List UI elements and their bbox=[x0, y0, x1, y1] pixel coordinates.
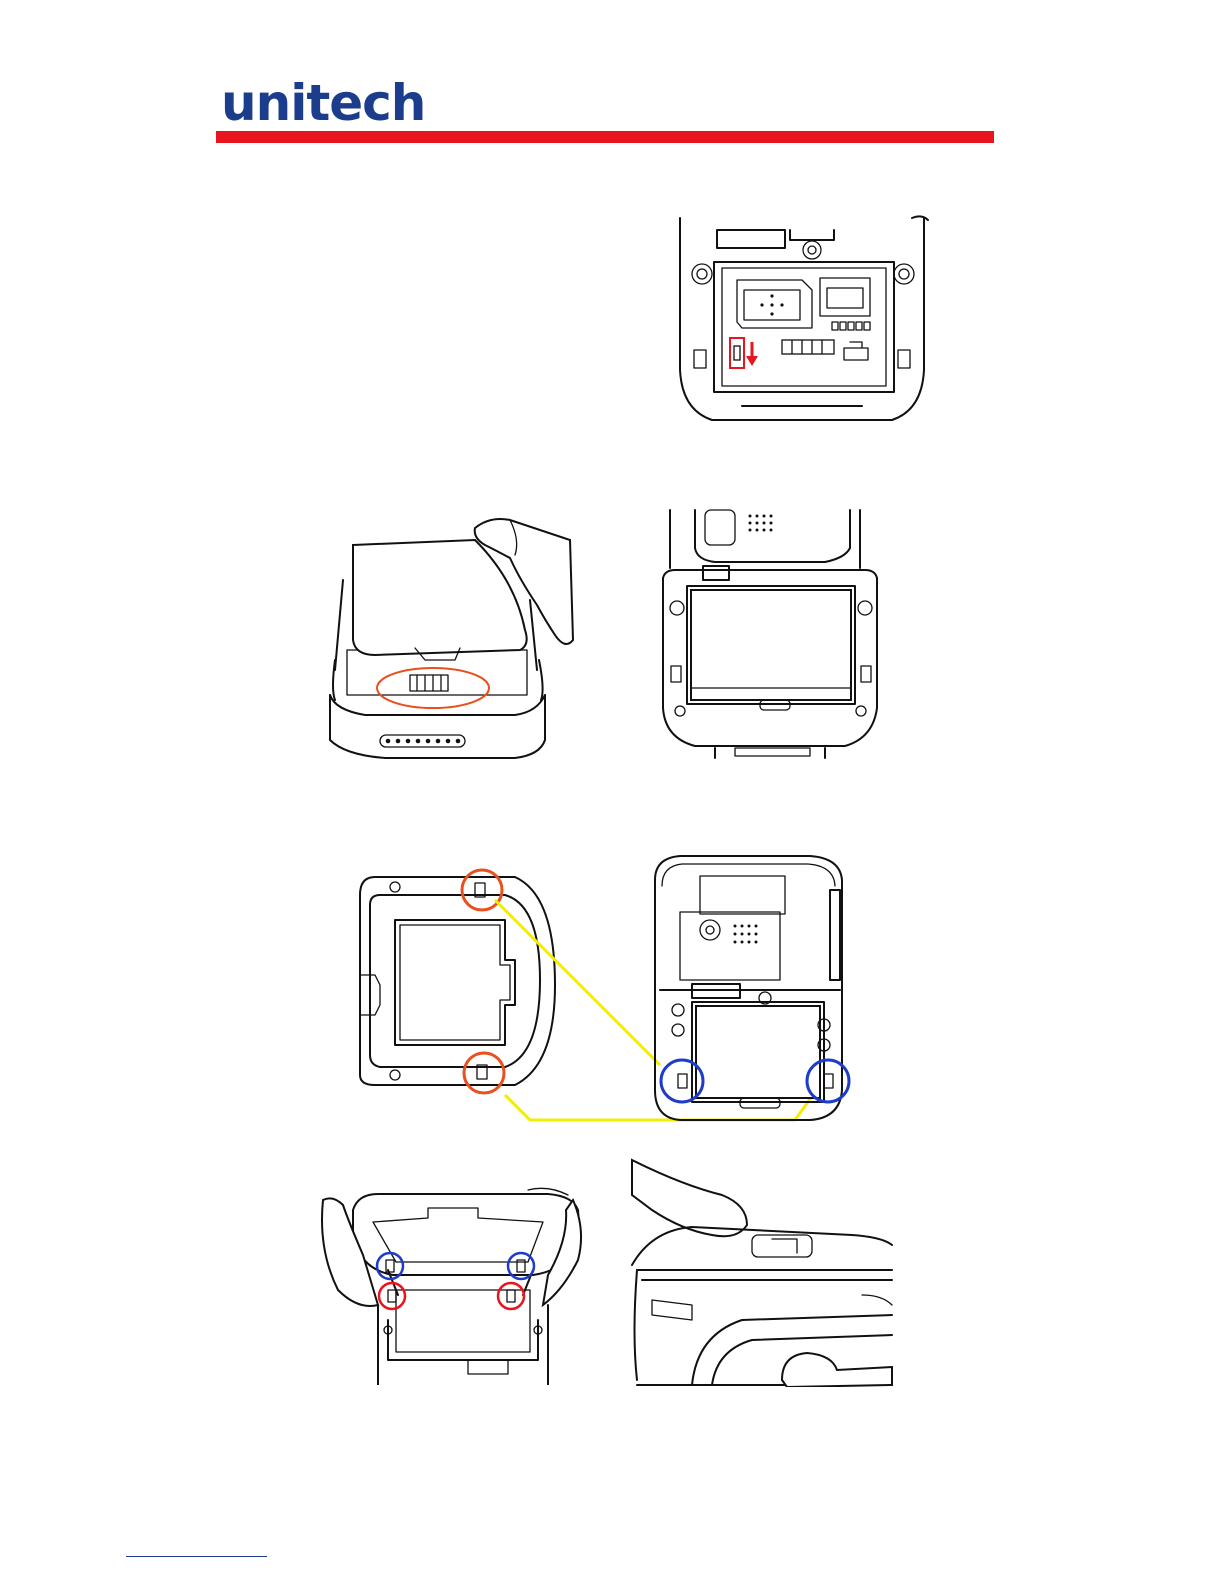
down-arrow-icon bbox=[746, 342, 758, 366]
brand-logo: unitech bbox=[221, 78, 425, 128]
battery-installed-figure bbox=[655, 508, 885, 760]
cover-press-figure bbox=[622, 1155, 894, 1387]
cover-hinge-figure bbox=[318, 1180, 588, 1385]
battery-insert-figure bbox=[325, 510, 575, 760]
battery-bay-switch-figure bbox=[672, 210, 934, 432]
footer-rule bbox=[126, 1556, 267, 1557]
header-red-rule bbox=[216, 131, 994, 143]
device-back-slots-figure bbox=[640, 850, 860, 1125]
